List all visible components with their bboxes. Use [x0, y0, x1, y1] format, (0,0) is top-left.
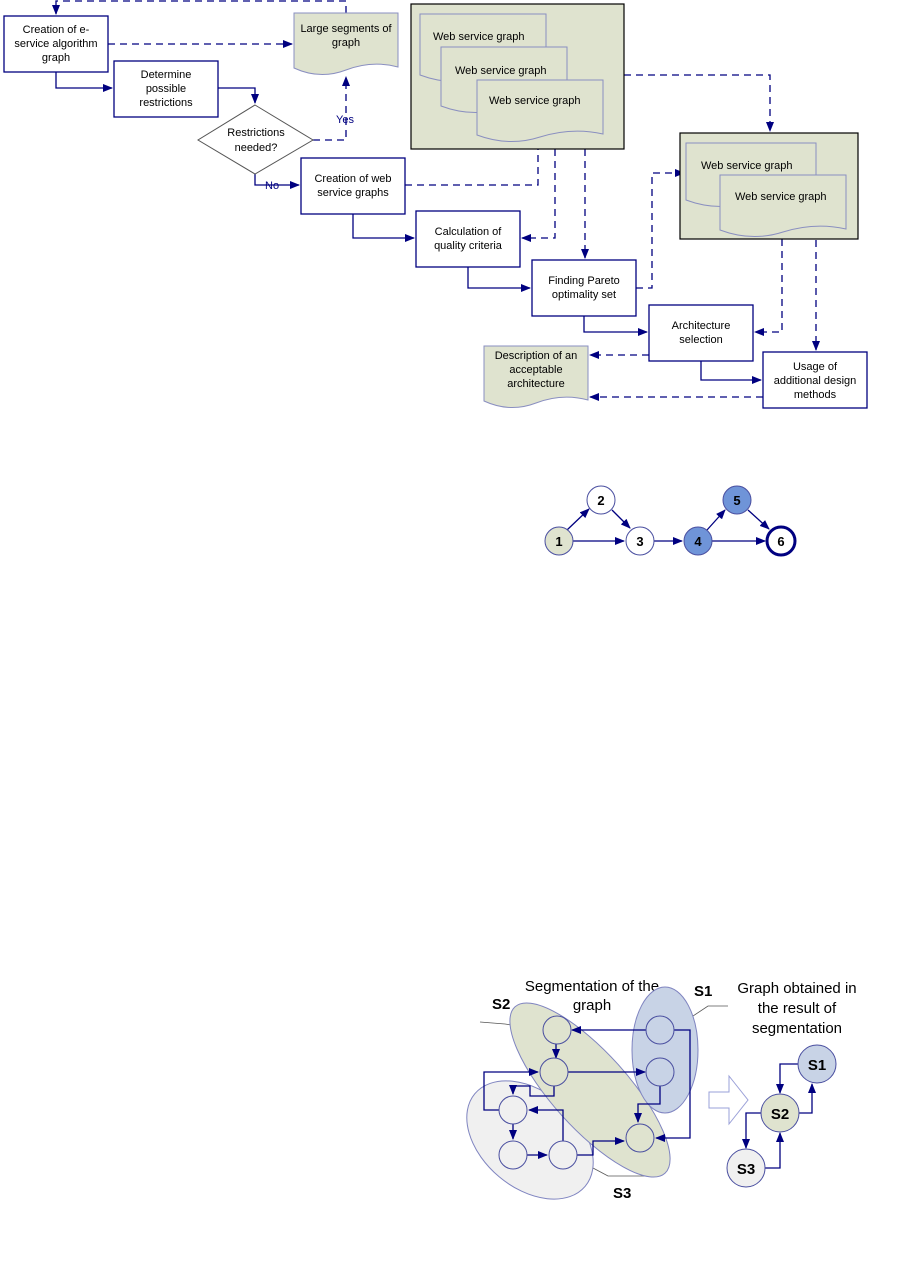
result-node-s1: S1: [797, 1044, 837, 1084]
box-architecture-selection: Architecture selection: [648, 304, 754, 362]
graph-node-4: 4: [683, 526, 713, 556]
box-text: service algorithm: [14, 38, 97, 50]
node-label: S1: [808, 1057, 826, 1074]
box-text: Calculation of: [435, 226, 503, 238]
graph-node-5: 5: [722, 485, 752, 515]
yes-label: Yes: [336, 114, 354, 126]
result-title: the result of: [758, 1000, 837, 1017]
box-finding-pareto: Finding Pareto optimality set: [531, 259, 637, 317]
graph-node-6: 6: [765, 525, 797, 557]
node-label: 4: [694, 534, 702, 549]
box-text: service graphs: [317, 187, 389, 199]
box-text: restrictions: [139, 97, 193, 109]
box-calculation-quality: Calculation of quality criteria: [415, 210, 521, 268]
graph-node-3: 3: [625, 526, 655, 556]
s2-label: S2: [492, 996, 510, 1013]
box-text: Creation of e-: [23, 24, 90, 36]
box-text: possible: [146, 83, 186, 95]
box-text: additional design: [774, 375, 857, 387]
doc-text: acceptable: [509, 364, 562, 376]
box-text: quality criteria: [434, 240, 503, 252]
s3-label: S3: [613, 1185, 631, 1202]
graph-node-2: 2: [586, 485, 616, 515]
result-title: segmentation: [752, 1020, 842, 1037]
doc-text: Web service graph: [489, 95, 581, 107]
node-label: S2: [771, 1106, 789, 1123]
result-node-s2: S2: [760, 1093, 800, 1133]
result-node-s3: S3: [726, 1148, 766, 1188]
result-title: Graph obtained in: [737, 980, 856, 997]
node-label: 5: [733, 493, 740, 508]
decision-text: Restrictions: [227, 127, 285, 139]
doc-text: Web service graph: [455, 65, 547, 77]
s1-label: S1: [694, 983, 712, 1000]
doc-text: Web service graph: [433, 31, 525, 43]
box-text: optimality set: [552, 289, 616, 301]
hollow-arrow-icon: [708, 1074, 749, 1126]
panel-web-service-graphs: Web service graph Web service graph Web …: [410, 3, 625, 150]
segmentation-title: graph: [573, 997, 611, 1014]
doc-text: Web service graph: [735, 191, 827, 203]
box-text: Finding Pareto: [548, 275, 620, 287]
box-text: Architecture: [672, 320, 731, 332]
node-label: S3: [737, 1161, 755, 1178]
decision-restrictions-needed: Restrictions needed?: [197, 104, 314, 175]
doc-text: graph: [332, 37, 360, 49]
box-text: Usage of: [793, 361, 838, 373]
box-creation-algorithm: Creation of e- service algorithm graph: [3, 15, 109, 73]
box-text: selection: [679, 334, 722, 346]
doc-text: Web service graph: [701, 160, 793, 172]
panel-selected-web-service-graphs: Web service graph Web service graph: [679, 132, 859, 240]
decision-text: needed?: [235, 142, 278, 154]
segmentation-figure: Segmentation of the graph Graph obtained…: [466, 978, 857, 1202]
box-text: Determine: [141, 69, 192, 81]
doc-text: Description of an: [495, 350, 578, 362]
box-text: Creation of web: [314, 173, 391, 185]
graph-node-1: 1: [544, 526, 574, 556]
small-graph: 1 2 3 4 5 6: [544, 485, 797, 557]
node-label: 3: [636, 534, 643, 549]
box-creation-web-service-graphs: Creation of web service graphs: [300, 157, 406, 215]
box-determine-restrictions: Determine possible restrictions: [113, 60, 219, 118]
node-label: 6: [777, 534, 784, 549]
segmentation-title: Segmentation of the: [525, 978, 659, 995]
segment-s1: [631, 986, 699, 1114]
box-text: methods: [794, 389, 837, 401]
no-label: No: [265, 180, 279, 192]
doc-text: architecture: [507, 378, 564, 390]
doc-large-segments: Large segments of graph: [293, 12, 399, 75]
box-text: graph: [42, 52, 70, 64]
flow-connectors: [52, 0, 820, 401]
node-label: 2: [597, 493, 604, 508]
box-usage-design-methods: Usage of additional design methods: [762, 351, 868, 409]
segment-nodes: [498, 1015, 675, 1170]
node-label: 1: [555, 534, 562, 549]
doc-text: Large segments of: [300, 23, 392, 35]
doc-description-architecture: Description of an acceptable architectur…: [483, 345, 589, 408]
